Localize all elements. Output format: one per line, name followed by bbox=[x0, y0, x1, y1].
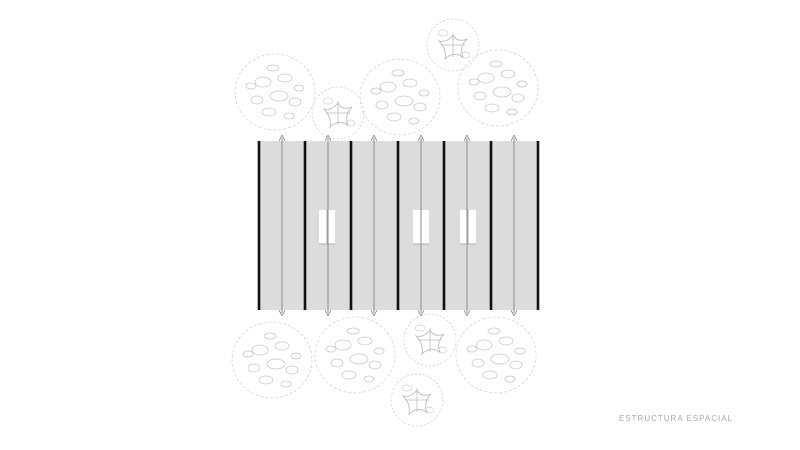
tree-canopy-icon bbox=[390, 373, 444, 427]
tree-canopy-icon bbox=[359, 58, 441, 136]
circulation-arrows bbox=[282, 138, 514, 313]
tree-canopy-icon bbox=[231, 321, 313, 399]
tree-canopy-icon bbox=[234, 53, 316, 131]
tree-canopy-icon bbox=[314, 316, 396, 394]
tree-canopy-icon bbox=[426, 18, 480, 72]
tree-canopy-icon bbox=[311, 86, 365, 140]
walls bbox=[257, 141, 540, 310]
diagram-caption: ESTRUCTURA ESPACIAL bbox=[619, 414, 733, 423]
tree-canopy-icon bbox=[457, 49, 539, 127]
tree-canopy-icon bbox=[403, 313, 457, 367]
tree-canopy-icon bbox=[455, 316, 537, 394]
trees-top bbox=[234, 18, 539, 140]
trees-bottom bbox=[231, 313, 537, 427]
